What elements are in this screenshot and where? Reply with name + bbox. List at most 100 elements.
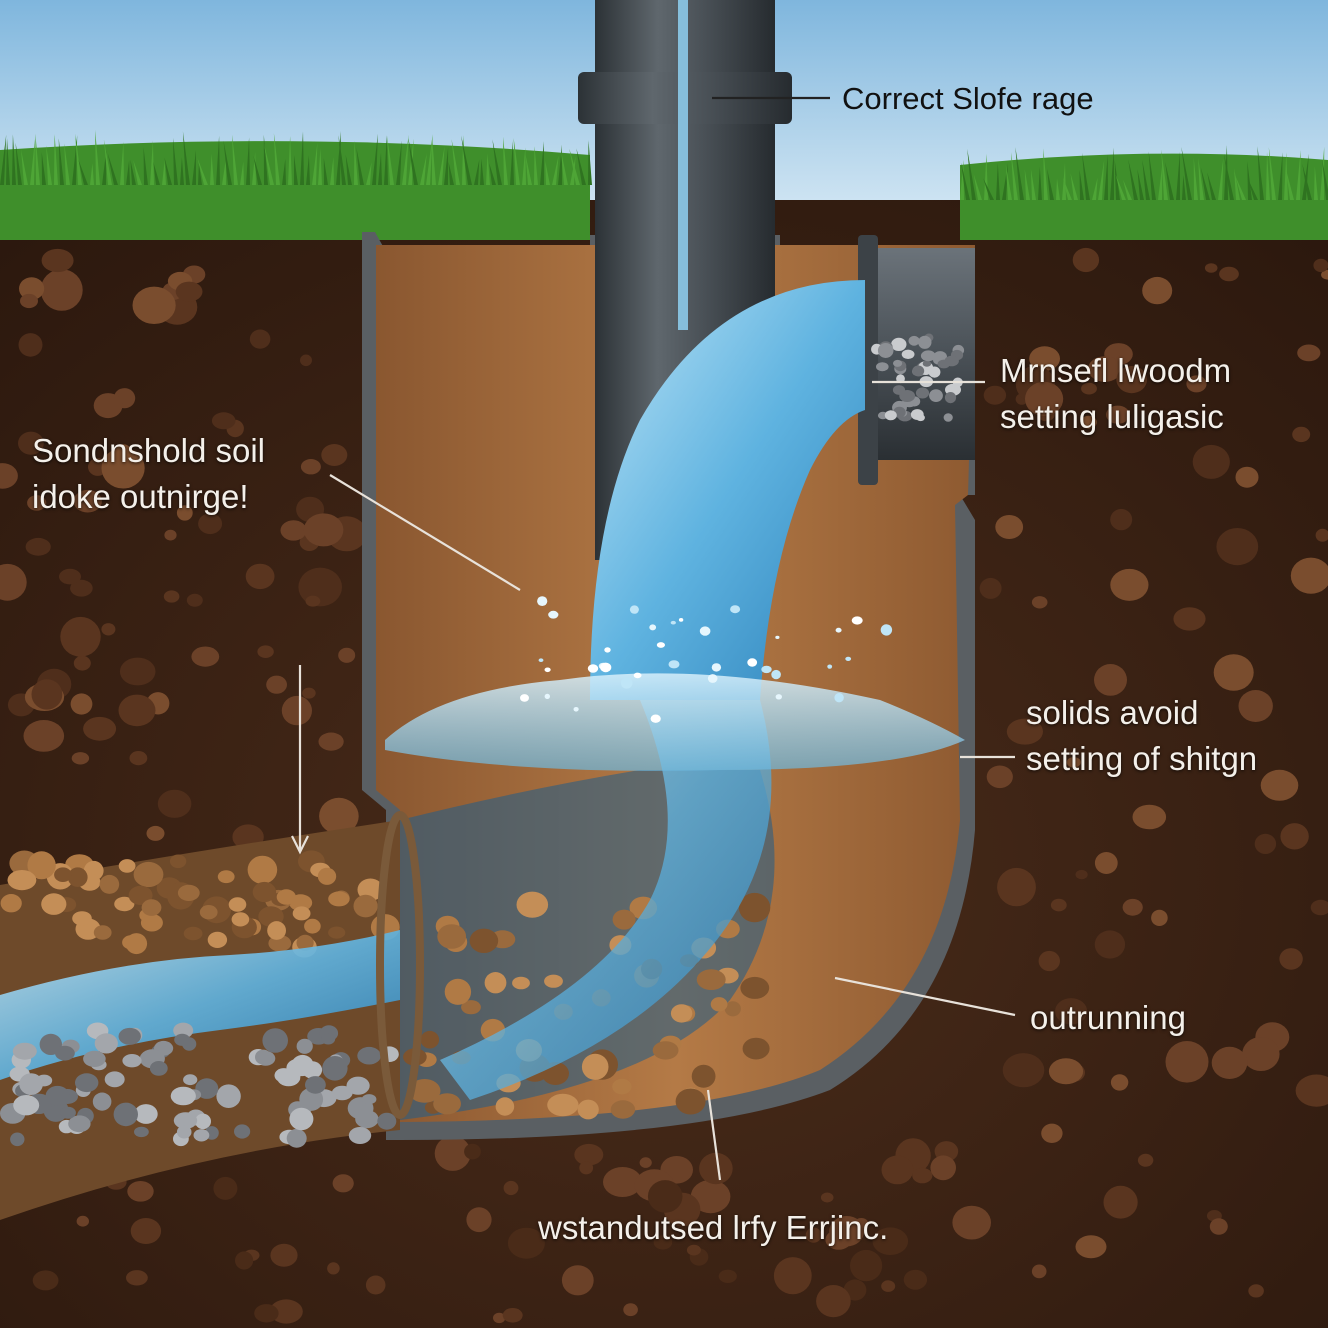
grass-blade [486,153,490,185]
water-droplet [711,663,722,672]
soil-clod [434,1135,471,1171]
water-droplet [845,656,852,662]
grass-blade [120,141,124,185]
grass-blade [996,162,1000,200]
grass-blade [1011,152,1018,200]
leader-bottom [706,1089,722,1181]
gravel-stone [928,366,941,378]
grass-blade [510,141,514,185]
pebble [169,854,187,869]
gravel-stone [929,389,943,402]
grass-blade [525,155,532,185]
grass-blade [503,136,508,185]
soil-clod [1242,1037,1280,1071]
soil-clod [1055,998,1088,1025]
soil-clod [305,595,321,607]
soil-clod [1290,557,1328,594]
soil-clod [101,447,145,489]
grass-blade [223,140,232,185]
gravel-stone [13,1095,40,1116]
gravel-stone [322,1056,348,1081]
pebble [495,1097,515,1116]
soil-clod [1080,415,1097,429]
grass-blade [408,138,418,185]
grass-blade [1098,159,1105,200]
soil-clod [1075,1235,1107,1259]
pebble [547,1093,579,1117]
grass-blade [384,135,388,185]
grass-blade [54,134,58,185]
gravel-stone [920,350,936,362]
soil-clod [0,563,27,601]
grass-blade [1148,151,1156,200]
pebble [7,870,37,891]
grass-blade [240,161,244,185]
soil-clod [1094,930,1126,959]
gravel-stone [193,1129,210,1142]
pebble [177,884,200,902]
label-right-low: outrunning [1030,995,1186,1041]
pebble [317,867,337,885]
soil-clod [1031,596,1048,609]
water-droplet [548,610,559,619]
pebble [612,1078,632,1095]
soil-clod [1087,356,1122,382]
pebble [252,881,277,903]
gravel-stone [255,1049,272,1065]
soil-clod [164,529,177,541]
grass-blade [143,147,148,185]
pebble [742,1037,770,1060]
soil-clod [338,647,356,663]
soil-clod [1216,528,1259,566]
pebble [353,894,378,918]
soil-clod [1122,898,1143,916]
soil-clod [850,1249,883,1282]
pebble [128,885,153,906]
soil-clod [1295,1074,1328,1107]
pebble [93,925,112,940]
grass-blade [1043,148,1048,200]
grass-blade [1278,152,1283,200]
grass-blade [1062,177,1072,200]
soil-clod [718,1269,737,1284]
soil-clod [40,269,83,311]
soil-clod [881,1155,914,1185]
grass-blade [1218,158,1224,200]
soil-clod [118,694,156,727]
water-droplet [834,693,844,703]
soil-clod [130,1218,162,1244]
soil-clod [464,1143,481,1160]
grass-blade [1257,146,1264,200]
grass-blade [162,160,166,185]
soil-clod [1029,346,1060,371]
water-droplet [775,635,780,640]
grass-blade [489,163,496,185]
grass-blade [78,159,88,185]
grass-blade [6,138,10,185]
grass-blade [534,146,538,185]
water-droplet [600,662,612,673]
water-pool [385,673,965,771]
grass-blade [356,147,364,185]
grass-blade [1005,164,1012,200]
soil-clod [1132,804,1167,830]
soil-clod [466,1207,492,1233]
pebble [710,997,728,1012]
gravel-stone [12,1042,37,1060]
pipe-rim [376,811,424,1119]
soil-clod [1192,444,1230,479]
grass-blade [182,131,190,185]
gravel-stone [173,1112,198,1129]
water-droplet [835,627,842,633]
label-top-text: Correct Slofe rage [842,81,1094,116]
soil-clod [327,1262,340,1275]
water-droplet [730,605,741,614]
label-right-mid-line1: solids avoid [1026,694,1199,731]
grass-blade [545,160,550,185]
grass-blade [1123,179,1132,200]
gravel-stone [305,1076,326,1094]
soil-clod [60,616,101,657]
pebble [516,891,549,918]
pebble [296,934,314,951]
grass-blade [30,139,35,185]
